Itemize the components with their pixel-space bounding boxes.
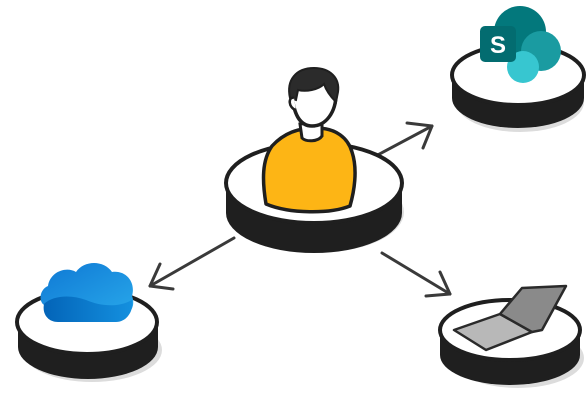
sharepoint-icon: S bbox=[480, 6, 561, 83]
arrow-to-onedrive bbox=[148, 236, 236, 291]
sharepoint-node: S bbox=[450, 6, 586, 132]
person-node bbox=[224, 66, 404, 253]
arrow-to-sharepoint bbox=[370, 121, 434, 160]
person-icon bbox=[261, 66, 357, 214]
laptop-node bbox=[438, 284, 584, 388]
laptop-icon bbox=[452, 284, 568, 352]
arrow-to-laptop bbox=[380, 251, 452, 298]
onedrive-cloud-icon bbox=[40, 263, 134, 322]
onedrive-node bbox=[15, 263, 162, 382]
sharepoint-letter: S bbox=[490, 32, 506, 59]
